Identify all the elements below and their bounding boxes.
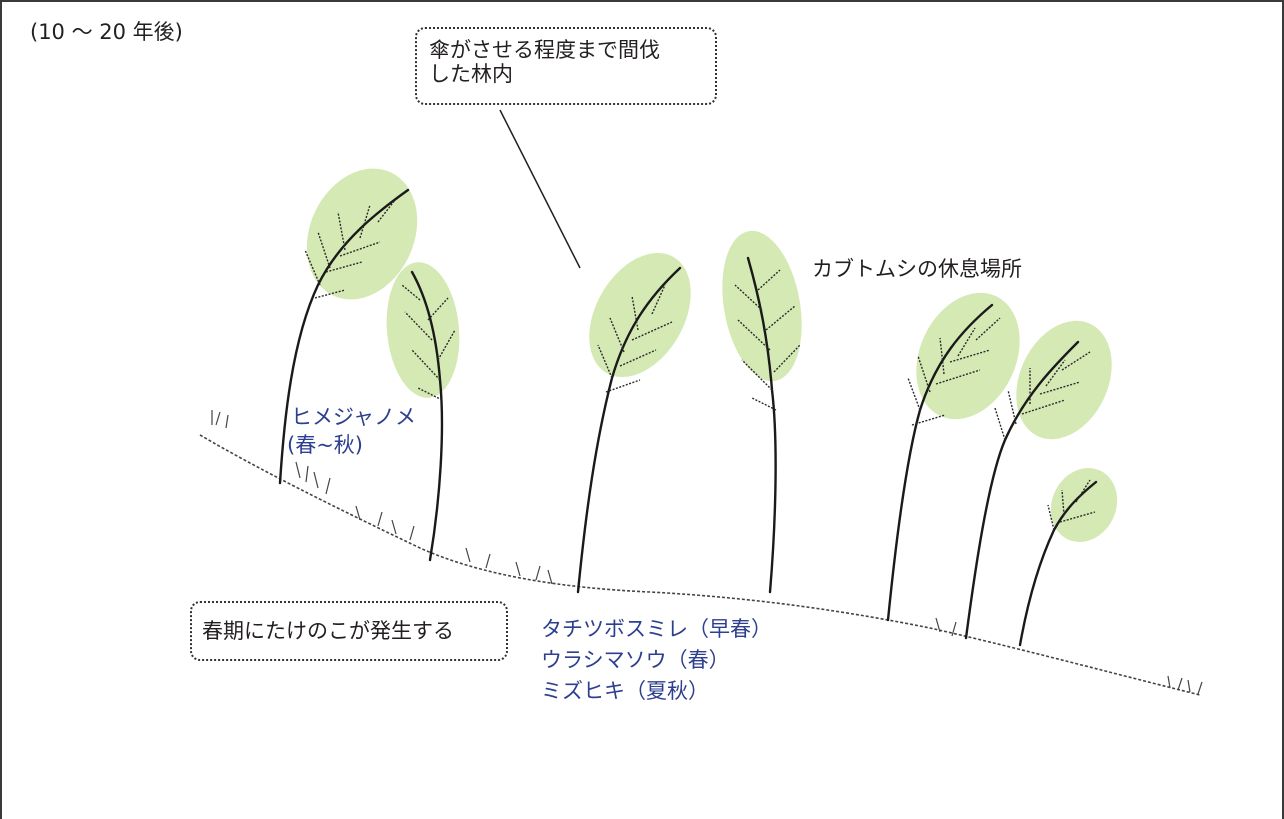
ground-slope: [199, 434, 1201, 696]
canopy-group: [306, 168, 1118, 542]
undergrowth: [211, 410, 1203, 695]
tree-branches: [907, 317, 1001, 426]
grass-tuft: [935, 617, 957, 637]
plant-label: ミズヒキ（夏秋）: [541, 679, 709, 703]
grass-tuft: [355, 505, 415, 541]
thinning-callout: 傘がさせる程度まで間伐 した林内: [415, 27, 717, 105]
callout-pointer-line: [499, 109, 581, 269]
tree-branches: [597, 284, 673, 393]
tree-canopy: [306, 168, 418, 300]
grass-tuft: [295, 461, 331, 495]
grass-tuft: [1167, 675, 1203, 695]
tree-canopy: [722, 230, 802, 382]
branch-group: [304, 199, 1096, 531]
grass-tuft: [211, 410, 229, 429]
tree-trunk: [278, 188, 410, 485]
butterfly-name-label: ヒメジャノメ: [291, 405, 416, 429]
bamboo-shoot-callout: 春期にたけのこが発生する: [190, 601, 508, 661]
grass-tuft: [465, 547, 553, 585]
period-label: (10 ～ 20 年後): [30, 20, 183, 44]
tree-canopy: [386, 262, 460, 398]
tree-trunk: [886, 303, 994, 622]
tree-trunk: [576, 266, 682, 594]
butterfly-season-label: (春~秋): [287, 433, 363, 457]
tree-branches: [994, 351, 1091, 441]
plant-label: ウラシマソウ（春）: [541, 648, 730, 672]
tree-trunk: [964, 340, 1080, 640]
tree-branches: [401, 284, 456, 401]
tree-trunk: [746, 256, 777, 594]
beetle-rest-label: カブトムシの休息場所: [812, 257, 1022, 281]
tree-branches: [734, 269, 801, 411]
tree-canopy: [1016, 320, 1112, 440]
plant-label: タチツボスミレ（早春）: [541, 617, 772, 641]
tree-trunk: [410, 270, 444, 562]
tree-canopy: [1050, 468, 1118, 542]
tree-branches: [304, 199, 396, 299]
